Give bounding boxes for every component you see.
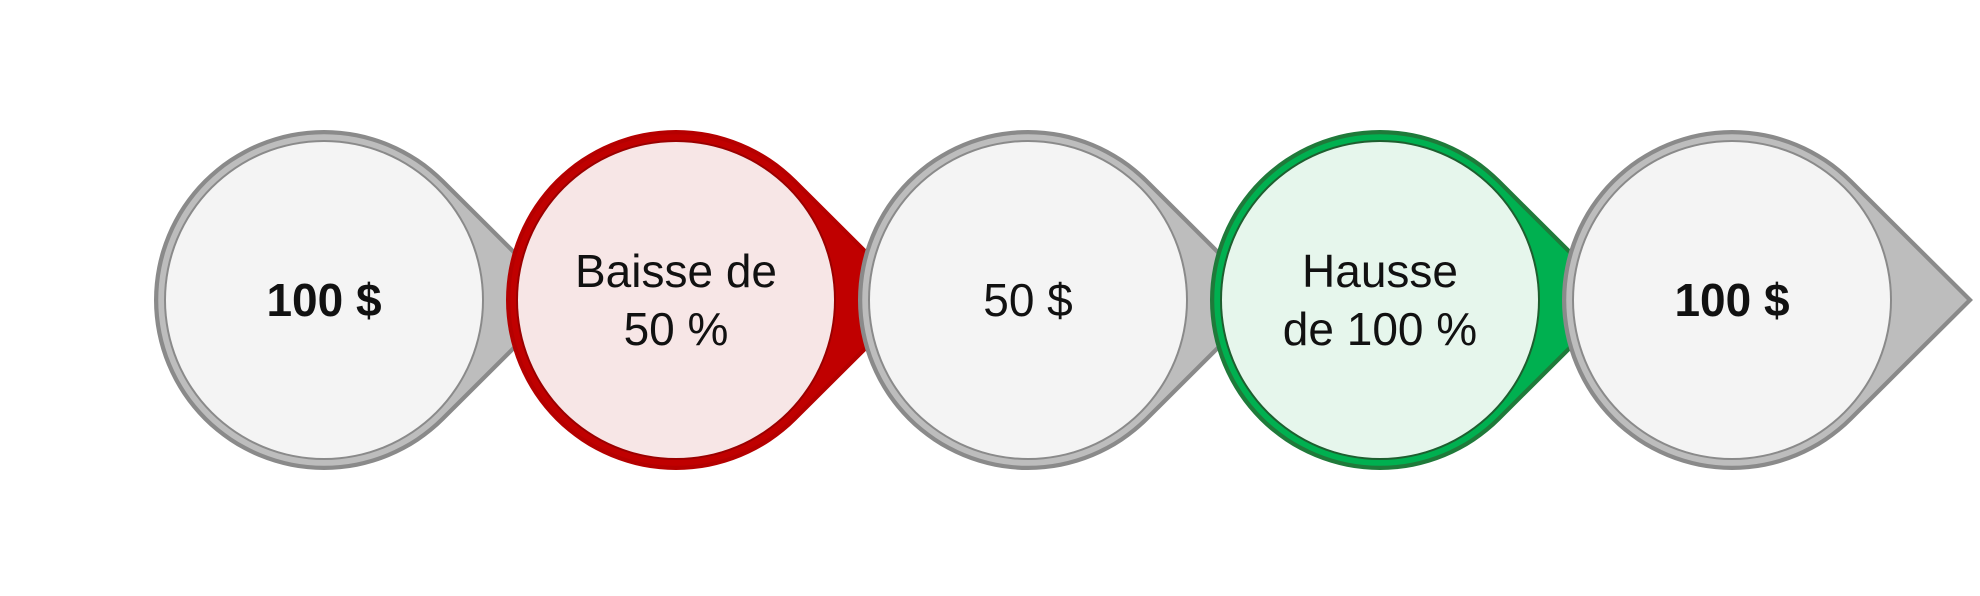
step-label: 50 % <box>624 303 729 355</box>
step-disc <box>166 142 482 458</box>
step-label: de 100 % <box>1283 303 1477 355</box>
step-disc <box>518 142 834 458</box>
step-label: Baisse de <box>575 245 777 297</box>
flow-step: Hausse de 100 % <box>1210 129 1621 470</box>
step-disc <box>1222 142 1538 458</box>
step-disc <box>1574 142 1890 458</box>
flow-step: 100 $ <box>154 129 565 470</box>
step-disc <box>870 142 1186 458</box>
step-label: 100 $ <box>1674 274 1789 326</box>
flow-step: 50 $ <box>858 129 1269 470</box>
flow-step: Baisse de 50 % <box>506 129 917 470</box>
flow-step: 100 $ <box>1562 129 1973 470</box>
step-label: 50 $ <box>983 274 1073 326</box>
step-label: 100 $ <box>266 274 381 326</box>
step-label: Hausse <box>1302 245 1458 297</box>
